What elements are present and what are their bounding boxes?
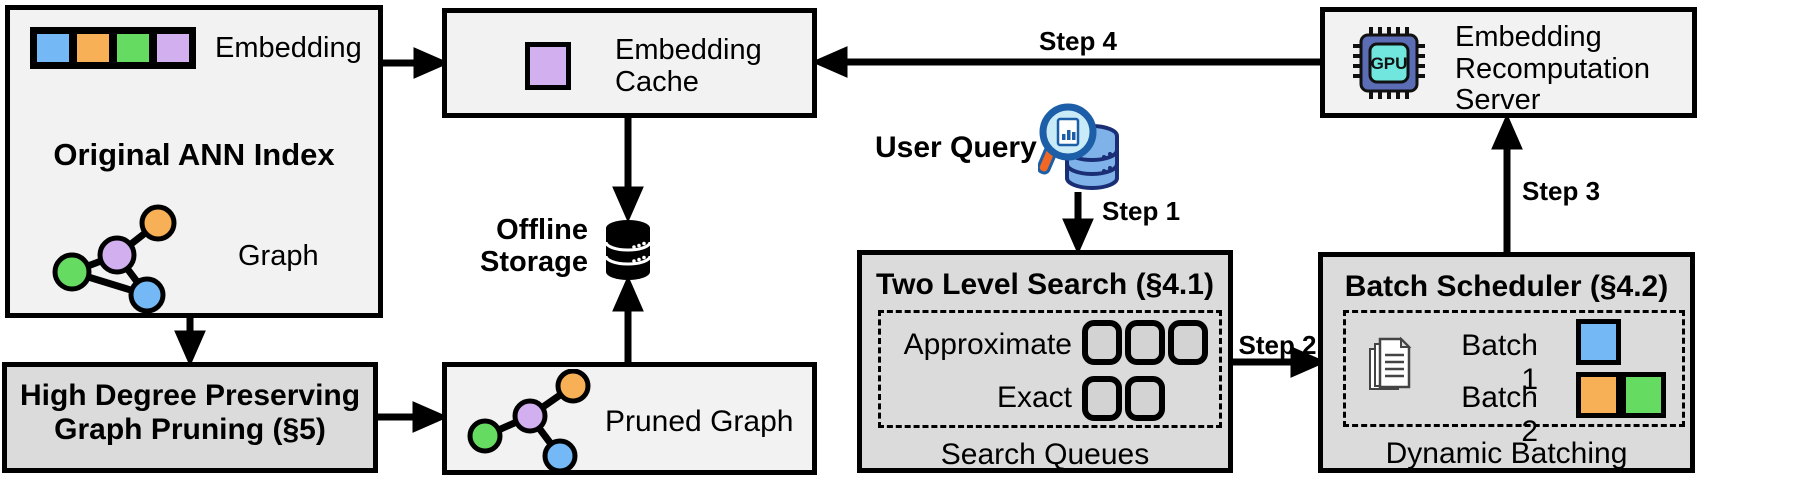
cache-title-line2: Cache bbox=[615, 66, 699, 98]
graph-pruning-box: High Degree Preserving Graph Pruning (§5… bbox=[2, 362, 378, 473]
arrow-pruning-to-pruned-graph bbox=[378, 401, 449, 433]
scheduler-footer: Dynamic Batching bbox=[1385, 437, 1628, 470]
exact-queue-slots bbox=[1082, 376, 1165, 421]
queue-slot bbox=[1082, 376, 1122, 421]
original-ann-index-box: Embedding Original ANN Index Graph bbox=[5, 5, 383, 318]
pruned-graph-box: Pruned Graph bbox=[442, 362, 817, 475]
pruned-graph-label: Pruned Graph bbox=[605, 405, 794, 438]
arrow-scheduler-to-server bbox=[1491, 113, 1523, 252]
exact-label: Exact bbox=[996, 381, 1072, 414]
search-queues-group bbox=[878, 310, 1222, 428]
pruned-graph-icon bbox=[467, 369, 591, 474]
graph-icon bbox=[52, 204, 177, 314]
green-square bbox=[113, 30, 153, 66]
batch-1-label: Batch 1 bbox=[1461, 329, 1538, 396]
step-2-label: Step 2 bbox=[1238, 330, 1317, 360]
queue-slot bbox=[1125, 320, 1165, 365]
queue-slot bbox=[1082, 320, 1122, 365]
arrow-pruned-graph-to-storage bbox=[612, 275, 644, 362]
embedding-label: Embedding bbox=[215, 32, 362, 64]
batch-scheduler-box: Batch Scheduler (§4.2) Batch 1 Batch 2 D… bbox=[1318, 252, 1695, 473]
approximate-label: Approximate bbox=[903, 328, 1072, 361]
embedding-vector-icon bbox=[30, 27, 196, 69]
batch-2-squares bbox=[1576, 372, 1666, 418]
batch-2-label: Batch 2 bbox=[1461, 381, 1538, 448]
documents-icon bbox=[1369, 336, 1412, 390]
storage-label-line1: Offline bbox=[496, 214, 588, 246]
step-3-label: Step 3 bbox=[1522, 176, 1601, 206]
pruning-title-line2: Graph Pruning (§5) bbox=[54, 413, 326, 446]
recomputation-server-box: GPU Embedding Recomputation Server bbox=[1320, 7, 1697, 118]
dynamic-batching-group bbox=[1343, 310, 1685, 427]
step-4-label: Step 4 bbox=[1038, 26, 1118, 56]
cache-title-line1: Embedding bbox=[615, 34, 762, 66]
user-query-icon bbox=[1038, 103, 1119, 190]
approximate-queue-slots bbox=[1082, 320, 1208, 365]
arrow-ann-to-cache bbox=[383, 47, 450, 79]
storage-label-line2: Storage bbox=[480, 246, 588, 278]
user-query-label: User Query bbox=[875, 131, 1037, 164]
purple-square bbox=[153, 30, 193, 66]
server-title-line2: Recomputation bbox=[1455, 52, 1651, 85]
server-title-line3: Server bbox=[1455, 84, 1541, 116]
scheduler-title: Batch Scheduler (§4.2) bbox=[1344, 270, 1669, 303]
orange-square bbox=[1576, 372, 1621, 418]
search-footer: Search Queues bbox=[940, 438, 1150, 471]
blue-square bbox=[33, 30, 73, 66]
pruning-title-line1: High Degree Preserving bbox=[19, 379, 361, 412]
orange-square bbox=[73, 30, 113, 66]
two-level-search-box: Two Level Search (§4.1) Approximate Exac… bbox=[857, 250, 1233, 473]
database-icon bbox=[604, 220, 652, 280]
embedding-cache-box: Embedding Cache bbox=[442, 8, 817, 118]
arrow-query-to-search bbox=[1062, 192, 1094, 255]
search-title: Two Level Search (§4.1) bbox=[876, 268, 1214, 301]
gpu-chip-label: GPU bbox=[1371, 54, 1408, 73]
gpu-chip-icon: GPU bbox=[1353, 27, 1425, 99]
batch-1-squares bbox=[1576, 319, 1621, 365]
blue-square bbox=[1576, 319, 1621, 365]
server-title-line1: Embedding bbox=[1455, 21, 1602, 53]
arrow-cache-to-storage bbox=[612, 118, 644, 223]
green-square bbox=[1621, 372, 1666, 418]
queue-slot bbox=[1125, 376, 1165, 421]
purple-square bbox=[525, 42, 571, 90]
box-title: Original ANN Index bbox=[53, 137, 335, 172]
queue-slot bbox=[1168, 320, 1208, 365]
arrow-ann-to-pruning bbox=[174, 318, 206, 367]
graph-label: Graph bbox=[238, 240, 319, 272]
step-1-label: Step 1 bbox=[1102, 196, 1181, 226]
cached-embedding-icon bbox=[525, 42, 571, 90]
